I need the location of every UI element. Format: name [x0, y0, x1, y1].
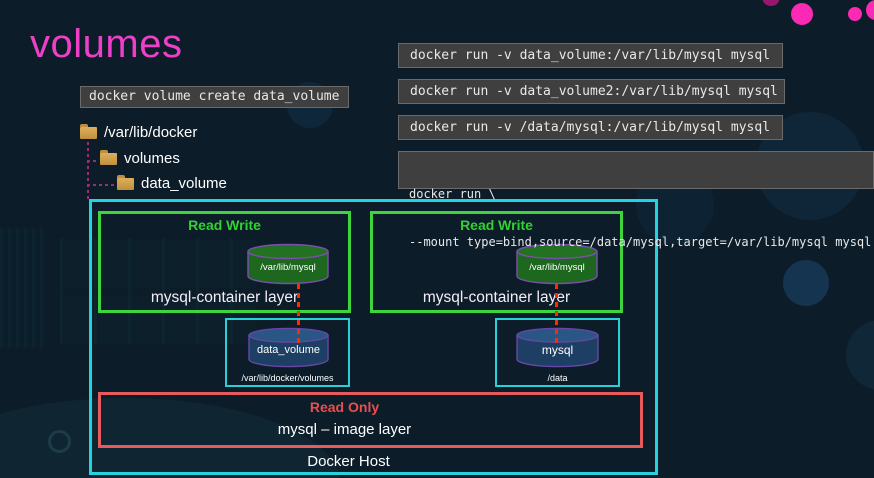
- image-layer-box: Read Only mysql – image layer: [98, 392, 643, 448]
- mount-link-dashed-line: [555, 284, 558, 344]
- decor-circle: [783, 260, 829, 306]
- container-layer-label: mysql-container layer: [422, 289, 571, 306]
- docker-host-label: Docker Host: [307, 453, 390, 470]
- container-mount-cylinder: /var/lib/mysql: [246, 243, 330, 285]
- cylinder-label: /var/lib/mysql: [260, 261, 316, 273]
- container-mount-cylinder: /var/lib/mysql: [515, 243, 599, 285]
- cylinder-label-text: data_volume: [257, 344, 320, 356]
- read-only-label: Read Only: [309, 399, 380, 415]
- page-title: volumes: [30, 22, 183, 66]
- cylinder-label: mysql: [541, 343, 574, 357]
- tree-item-root: /var/lib/docker: [104, 124, 198, 141]
- tree-connector: [87, 142, 89, 199]
- tree-connector: [87, 160, 99, 162]
- tree-item-data-volume: data_volume: [141, 175, 227, 192]
- folder-icon: [100, 150, 117, 165]
- docker-host-box: Read Write /var/lib/mysql mysql-containe…: [89, 199, 658, 475]
- folder-icon: [117, 175, 134, 190]
- code-line-1: docker run \: [409, 187, 496, 201]
- folder-icon: [80, 124, 97, 139]
- cylinder-label: /var/lib/mysql: [529, 261, 585, 273]
- code-box-volume-create: docker volume create data_volume: [80, 86, 349, 108]
- read-write-label: Read Write: [188, 217, 261, 233]
- code-box-run-named-volume: docker run -v data_volume:/var/lib/mysql…: [398, 43, 783, 68]
- tree-connector: [87, 184, 115, 186]
- decor-pink-dot: [866, 0, 874, 20]
- decor-container-stack: [60, 238, 256, 344]
- cylinder-icon: [516, 243, 598, 285]
- decor-pink-dot: [791, 3, 813, 25]
- container-layer-label: mysql-container layer: [150, 289, 299, 306]
- volume-path-label: /var/lib/docker/volumes: [241, 373, 334, 383]
- tree-item-volumes: volumes: [124, 150, 180, 167]
- decor-circle: [846, 320, 874, 390]
- code-box-run-bind-path: docker run -v /data/mysql:/var/lib/mysql…: [398, 115, 783, 140]
- decor-container-stack: [0, 228, 44, 348]
- decor-ring: [48, 430, 71, 453]
- container-layer-box-right: Read Write /var/lib/mysql mysql-containe…: [370, 211, 623, 313]
- code-box-run-named-volume2: docker run -v data_volume2:/var/lib/mysq…: [398, 79, 785, 104]
- volume-box-data-volume: data_volume /var/lib/docker/volumes: [225, 318, 350, 387]
- code-line-2: --mount type=bind,source=/data/mysql,tar…: [409, 235, 872, 249]
- container-layer-box-left: Read Write /var/lib/mysql mysql-containe…: [98, 211, 351, 313]
- mount-link-dashed-line: [297, 284, 300, 344]
- read-write-label: Read Write: [460, 217, 533, 233]
- volume-path-label: /data: [547, 373, 568, 383]
- volume-cylinder: data_volume: [247, 327, 330, 368]
- decor-pink-dot: [848, 7, 862, 21]
- decor-pink-dot: [762, 0, 780, 6]
- code-box-run-mount: docker run \ --mount type=bind,source=/d…: [398, 151, 874, 249]
- cylinder-label: data_volume: [247, 327, 330, 368]
- cylinder-icon: [247, 243, 329, 285]
- image-layer-label: mysql – image layer: [277, 421, 412, 438]
- cylinder-icon: [248, 327, 329, 368]
